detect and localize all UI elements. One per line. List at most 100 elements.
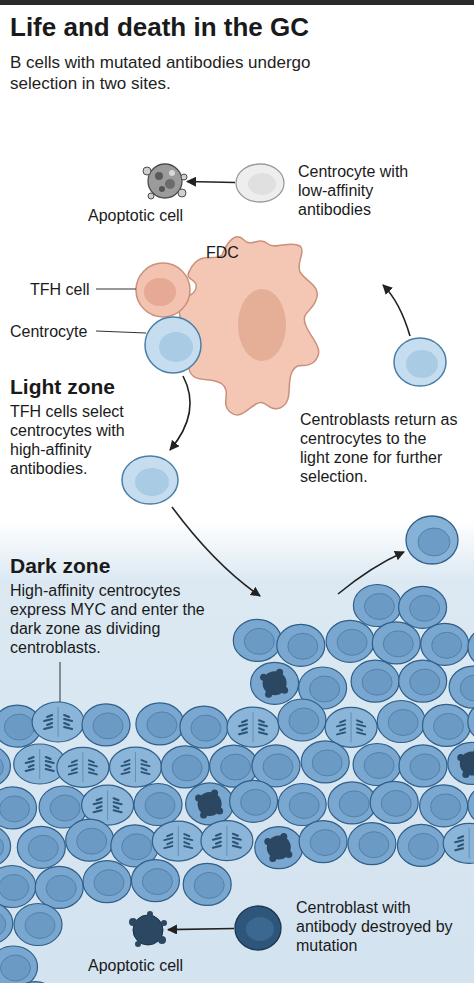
- centrocyte-nucleus: [159, 332, 193, 362]
- centroblast-cell: [134, 784, 182, 826]
- figure-subtitle: B cells with mutated antibodies undergo …: [10, 52, 340, 94]
- cleavage-line: [82, 752, 83, 782]
- cell-body: [152, 821, 204, 861]
- cell-body: [186, 783, 234, 825]
- cell-nucleus: [310, 676, 340, 702]
- apoptotic-fragment: [155, 172, 163, 180]
- cell-body: [161, 746, 209, 788]
- cell-nucleus: [191, 715, 221, 741]
- centroblast-cell: [161, 746, 209, 788]
- chromosome: [97, 798, 102, 800]
- apoptotic-bleb: [280, 833, 287, 840]
- zone-description: High-affinity centrocytes express MYC an…: [10, 581, 215, 657]
- leader-line: [60, 662, 61, 702]
- apoptotic-bleb: [195, 794, 202, 801]
- cell-nucleus: [77, 828, 107, 854]
- dividing-cell: [201, 821, 253, 861]
- apoptotic-bleb: [147, 911, 153, 917]
- tfh-cell: [136, 263, 190, 317]
- cell-body: [423, 704, 471, 746]
- cell-body: [134, 784, 182, 826]
- apoptotic-bleb: [281, 687, 288, 694]
- cell-body: [372, 622, 420, 664]
- cell-nucleus: [142, 869, 172, 895]
- cell-body: [180, 706, 228, 748]
- cell-body: [399, 586, 447, 628]
- cell-nucleus: [28, 835, 58, 861]
- centroblast-cell: [348, 823, 396, 865]
- cell-label: Apoptotic cell: [88, 956, 183, 975]
- centroblast-cell: [328, 782, 376, 824]
- chromosome: [239, 732, 247, 734]
- returning-centrocyte: [394, 338, 446, 386]
- returning-centroblast-nucleus: [418, 528, 450, 556]
- centroblast-cell: [278, 784, 326, 826]
- cleavage-line: [39, 749, 40, 779]
- apoptotic-bleb: [211, 789, 218, 796]
- chromosome: [164, 846, 172, 848]
- chromosome: [340, 720, 345, 722]
- returning-centroblast: [406, 516, 458, 564]
- centroblast-cell: [233, 619, 281, 661]
- cell-nucleus: [381, 790, 411, 816]
- chromosome: [64, 723, 69, 725]
- dividing-cell: [110, 747, 162, 787]
- dividing-cell: [57, 747, 109, 787]
- centroblast-cell: [301, 741, 349, 783]
- cell-nucleus: [50, 795, 80, 821]
- cell-label: Centrocyte with low-affinity antibodies: [298, 162, 416, 219]
- arrow-connector: [187, 181, 235, 182]
- apoptotic-bleb: [216, 807, 223, 814]
- cell-label: Centroblast with antibody destroyed by m…: [296, 898, 461, 955]
- chromosome: [242, 720, 247, 722]
- cell-icon: [143, 160, 187, 202]
- cell-body: [278, 699, 326, 741]
- chromosome: [64, 715, 69, 717]
- cell-nucleus: [310, 830, 340, 856]
- cell-body: [278, 784, 326, 826]
- cell-body: [183, 863, 231, 905]
- apoptotic-fragment: [165, 179, 175, 189]
- chromosome: [142, 772, 150, 774]
- cell-body: [14, 904, 62, 946]
- chromosome: [64, 727, 72, 729]
- centroblast-cell: [326, 620, 374, 662]
- cell-body: [35, 866, 83, 908]
- chromosome: [216, 842, 221, 844]
- cell-nucleus: [248, 173, 276, 195]
- apoptotic-fragment: [169, 170, 175, 176]
- fdc-cell: [179, 237, 318, 415]
- chromosome: [213, 838, 221, 840]
- centroblast-cell: [35, 866, 83, 908]
- apoptotic-bleb: [264, 838, 271, 845]
- cell-icon: [234, 905, 282, 951]
- chromosome: [259, 732, 267, 734]
- chromosome: [340, 728, 345, 730]
- zone-heading: Light zone: [10, 375, 115, 399]
- cell-body: [399, 660, 447, 702]
- chromosome: [125, 768, 130, 770]
- cell-nucleus: [410, 754, 440, 780]
- chromosome: [167, 842, 172, 844]
- apoptotic-bleb: [148, 193, 154, 199]
- cell-nucleus: [339, 791, 369, 817]
- centroblast-cell: [397, 824, 445, 866]
- cell-nucleus: [364, 594, 394, 620]
- selected-centrocyte-nucleus: [135, 468, 169, 496]
- centroblast-cell: [420, 785, 468, 827]
- cell-nucleus: [1, 955, 31, 981]
- centroblast-cell: [131, 860, 179, 902]
- cell-body: [353, 744, 401, 786]
- zone-description: TFH cells select centrocytes with high-a…: [10, 402, 145, 478]
- apoptotic-bleb: [285, 851, 292, 858]
- centrocyte-cell: [145, 317, 201, 373]
- centroblast-cell: [14, 904, 62, 946]
- apoptotic-body: [148, 164, 182, 198]
- dividing-cell: [152, 821, 204, 861]
- cell-nucleus: [0, 834, 4, 860]
- cell-nucleus: [93, 713, 123, 739]
- cell-body: [233, 619, 281, 661]
- cleavage-line: [135, 752, 136, 782]
- chromosome: [455, 848, 463, 850]
- centroblast-cell: [421, 623, 469, 665]
